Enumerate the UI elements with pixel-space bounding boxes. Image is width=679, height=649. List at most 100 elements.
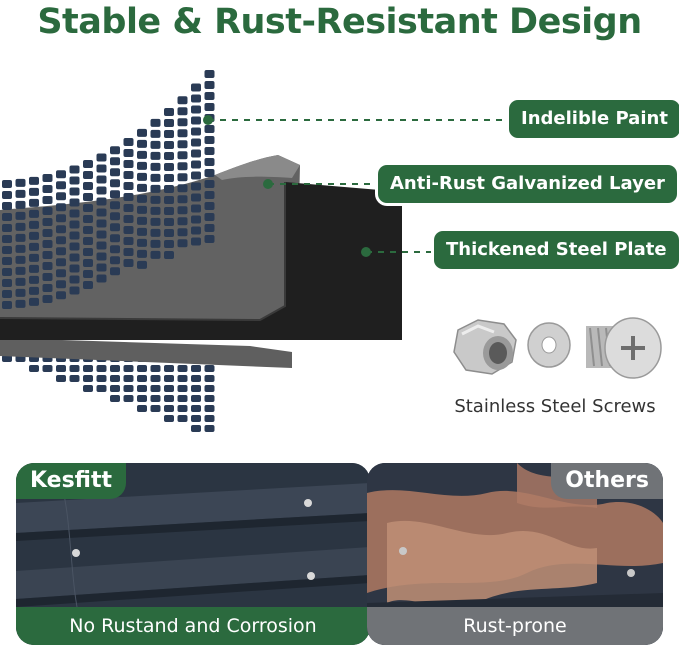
others-badge: Others bbox=[551, 463, 663, 499]
layer-illustration bbox=[0, 70, 662, 432]
paint-fin bbox=[177, 375, 188, 382]
paint-fin bbox=[42, 196, 53, 204]
paint-fin bbox=[164, 365, 174, 372]
paint-fin bbox=[204, 224, 215, 232]
paint-fin bbox=[204, 415, 215, 422]
paint-fin bbox=[123, 160, 134, 168]
paint-fin bbox=[56, 375, 66, 382]
paint-fin bbox=[123, 215, 134, 223]
galvanized-layer-lower-edge bbox=[0, 338, 292, 368]
paint-fin bbox=[191, 94, 201, 103]
paint-fin bbox=[56, 225, 66, 234]
paint-fin bbox=[56, 365, 66, 372]
paint-fin bbox=[191, 160, 201, 169]
paint-fin bbox=[191, 171, 201, 180]
paint-fin bbox=[56, 280, 66, 289]
paint-fin bbox=[29, 231, 39, 240]
paint-fin bbox=[83, 375, 93, 382]
paint-fin bbox=[137, 150, 147, 159]
paint-fin bbox=[96, 385, 107, 392]
paint-fin bbox=[137, 395, 147, 402]
others-caption: Rust-prone bbox=[367, 607, 663, 645]
paint-fin bbox=[96, 219, 107, 228]
paint-fin bbox=[2, 224, 12, 232]
paint-fin bbox=[29, 286, 39, 295]
paint-fin bbox=[137, 128, 147, 137]
paint-fin bbox=[42, 273, 53, 281]
paint-fin bbox=[123, 248, 134, 256]
paint-fin bbox=[177, 405, 188, 412]
paint-fin bbox=[56, 236, 66, 245]
paint-fin bbox=[42, 240, 53, 248]
paint-fin bbox=[42, 295, 53, 303]
paint-fin bbox=[29, 297, 39, 306]
steel-plate-callout: Thickened Steel Plate bbox=[434, 231, 679, 269]
paint-fin bbox=[204, 385, 215, 392]
paint-fin bbox=[137, 161, 147, 170]
paint-fin bbox=[191, 215, 201, 224]
paint-fin bbox=[164, 196, 174, 204]
paint-fin bbox=[110, 212, 120, 221]
paint-fin bbox=[137, 260, 147, 269]
paint-fin bbox=[2, 290, 12, 298]
paint-fin bbox=[29, 264, 39, 273]
paint-fin bbox=[177, 162, 188, 171]
paint-fin bbox=[177, 118, 188, 127]
paint-fin bbox=[177, 365, 188, 372]
paint-dot bbox=[203, 115, 213, 125]
paint-fin bbox=[204, 180, 215, 188]
paint-fin bbox=[150, 375, 161, 382]
paint-fin bbox=[83, 385, 93, 392]
paint-fin bbox=[56, 291, 66, 300]
paint-fin bbox=[150, 206, 161, 215]
paint-fin bbox=[83, 365, 93, 372]
paint-fin bbox=[83, 171, 93, 179]
steel-plate bbox=[0, 182, 402, 340]
paint-fin bbox=[137, 405, 147, 412]
paint-fin bbox=[137, 365, 147, 372]
paint-fin bbox=[69, 253, 80, 262]
paint-fin bbox=[2, 180, 12, 188]
paint-fin bbox=[150, 217, 161, 226]
steel-plate-edge bbox=[0, 182, 286, 322]
page-title: Stable & Rust-Resistant Design bbox=[37, 2, 642, 42]
paint-fin bbox=[42, 207, 53, 215]
paint-fin bbox=[137, 216, 147, 225]
paint-fin bbox=[177, 96, 188, 105]
paint-fin bbox=[42, 365, 53, 372]
paint-fin bbox=[150, 250, 161, 259]
paint-fin bbox=[123, 226, 134, 234]
paint-fin bbox=[191, 226, 201, 235]
paint-fin bbox=[123, 182, 134, 190]
paint-fin bbox=[204, 202, 215, 210]
paint-fin bbox=[137, 183, 147, 192]
paint-fin bbox=[15, 211, 26, 220]
paint-fin bbox=[204, 158, 215, 166]
paint-fin bbox=[164, 130, 174, 138]
paint-fin bbox=[204, 191, 215, 199]
paint-fin bbox=[56, 203, 66, 212]
paint-fin bbox=[83, 204, 93, 212]
paint-fin bbox=[96, 252, 107, 261]
kesfitt-panel: Kesfitt No Rustand and Corrosion bbox=[16, 463, 370, 645]
paint-fin bbox=[164, 251, 174, 259]
paint-fin bbox=[96, 230, 107, 239]
paint-fin bbox=[164, 207, 174, 215]
paint-fin bbox=[42, 262, 53, 270]
paint-fin bbox=[191, 83, 201, 92]
paint-fin bbox=[96, 208, 107, 217]
paint-fin bbox=[110, 190, 120, 199]
paint-fin bbox=[191, 375, 201, 382]
paint-fin bbox=[83, 270, 93, 278]
paint-fin bbox=[191, 105, 201, 114]
paint-fin bbox=[15, 244, 26, 253]
paint-fin bbox=[164, 174, 174, 182]
paint-fin bbox=[164, 375, 174, 382]
paint-fin bbox=[150, 385, 161, 392]
paint-fin bbox=[204, 395, 215, 402]
paint-fin bbox=[15, 178, 26, 187]
paint-fin bbox=[42, 251, 53, 259]
paint-fin bbox=[69, 242, 80, 251]
paint-fin bbox=[177, 129, 188, 138]
paint-fin bbox=[69, 264, 80, 273]
